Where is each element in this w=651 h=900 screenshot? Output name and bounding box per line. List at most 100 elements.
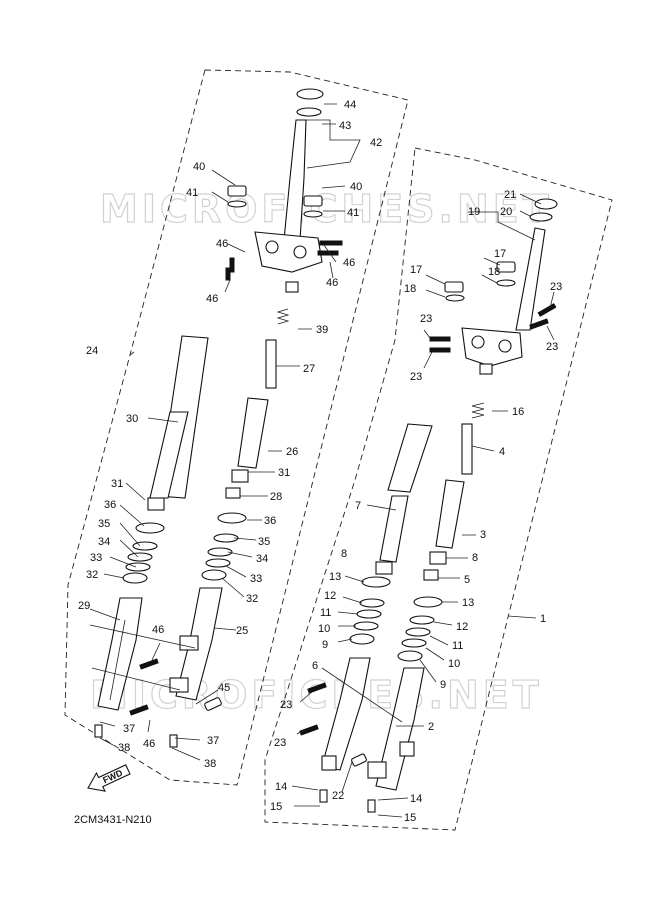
leaders-right-stack [221, 519, 262, 598]
callout-14a: 14 [275, 781, 287, 793]
outer-tube-2 [375, 667, 425, 791]
callout-46b: 46 [343, 257, 355, 269]
leaders-tubes [89, 619, 196, 701]
callout-35b: 35 [258, 536, 270, 548]
callout-10b: 10 [448, 658, 460, 670]
bolt-46f [129, 704, 149, 716]
bolt-40b [303, 195, 323, 207]
callout-40a: 40 [193, 161, 205, 173]
callout-23b: 23 [410, 371, 422, 383]
clip-12a [359, 598, 385, 608]
callout-15a: 15 [270, 801, 282, 813]
callout-1: 1 [540, 613, 546, 625]
axle-45 [204, 697, 222, 711]
inner-tube-7-upper [387, 423, 433, 493]
diagram-code: 2CM3431-N210 [74, 814, 152, 826]
washer-34b [207, 547, 233, 557]
washer-18b [445, 294, 465, 302]
bolt-46e [139, 658, 159, 670]
right-callouts: 21 19 20 17 18 17 18 23 23 23 23 16 4 7 … [270, 189, 562, 824]
callout-20: 20 [500, 206, 512, 218]
washer-41b [303, 210, 323, 218]
bolt-46c [229, 257, 235, 273]
callout-23e: 23 [280, 699, 292, 711]
seal-36a [135, 522, 165, 534]
under-bracket [254, 231, 323, 273]
callout-29: 29 [78, 600, 90, 612]
tube-26 [237, 397, 269, 469]
callout-37b: 37 [207, 735, 219, 747]
callout-18b: 18 [404, 283, 416, 295]
right-leaders-right-stack [419, 601, 458, 683]
seal-10a [353, 621, 379, 631]
bushing-5 [423, 569, 439, 581]
inner-tube-7-lower [379, 495, 409, 563]
callout-25: 25 [236, 625, 248, 637]
bushing-28 [225, 487, 241, 499]
oring-43 [296, 107, 322, 117]
callout-9a: 9 [322, 639, 328, 651]
callout-38a: 38 [118, 742, 130, 754]
right-caliper-mount [399, 741, 415, 757]
callout-45: 45 [218, 682, 230, 694]
callout-22: 22 [332, 790, 344, 802]
callout-32b: 32 [246, 593, 258, 605]
left-fork-assembly [89, 88, 361, 761]
callout-11b: 11 [452, 640, 463, 652]
right-leaders-left-stack [337, 575, 365, 643]
callout-16: 16 [512, 406, 524, 418]
callout-46f: 46 [143, 738, 155, 750]
callout-13b: 13 [462, 597, 474, 609]
left-axle-holder [321, 755, 337, 771]
seal-33b [205, 558, 231, 568]
clip-12b [409, 615, 435, 625]
cap-44 [296, 88, 324, 100]
watermark-top: MICROFICHES.NET [100, 187, 553, 231]
outer-tube-29 [97, 597, 143, 711]
bolt-23b [429, 347, 451, 353]
washer-18a [496, 279, 516, 287]
bolt-46a [319, 240, 343, 246]
bracket-hole-left [265, 240, 279, 254]
callout-38b: 38 [204, 758, 216, 770]
callout-6: 6 [312, 660, 318, 672]
bushing-9a [349, 633, 375, 645]
callout-40b: 40 [350, 181, 362, 193]
callout-33a: 33 [90, 552, 102, 564]
callout-7: 7 [355, 500, 361, 512]
callout-12b: 12 [456, 621, 468, 633]
callout-46d: 46 [326, 277, 338, 289]
leader-1 [507, 615, 537, 619]
callout-17b: 17 [410, 264, 422, 276]
bolt-23c [537, 303, 557, 317]
callout-24: 24 [86, 345, 98, 357]
bracket-hole-right [293, 245, 307, 259]
seal-36b [217, 512, 247, 524]
callout-39: 39 [316, 324, 328, 336]
right-leaders-17-18 [425, 257, 501, 298]
callout-42: 42 [370, 137, 382, 149]
callout-23c: 23 [550, 281, 562, 293]
leaders-39-27 [276, 328, 312, 367]
left-assembly-boundary [64, 69, 409, 786]
damper-rod-4 [461, 423, 473, 475]
spring-16 [471, 402, 485, 419]
washer-34a [127, 552, 153, 562]
right-leaders-lower [291, 667, 424, 818]
callout-30: 30 [126, 413, 138, 425]
leaders-mid [147, 417, 282, 497]
bolt-40a [227, 185, 247, 197]
callout-5: 5 [464, 574, 470, 586]
callout-33b: 33 [250, 573, 262, 585]
callout-23f: 23 [274, 737, 286, 749]
leaders-46 [224, 243, 337, 293]
callout-36b: 36 [264, 515, 276, 527]
fwd-arrow-icon: FWD [87, 764, 131, 792]
callout-31a: 31 [111, 478, 123, 490]
bushing-31a [147, 497, 165, 511]
callout-34a: 34 [98, 536, 110, 548]
callout-14b: 14 [410, 793, 422, 805]
right-leaders-23 [423, 291, 555, 369]
spring-cap [285, 281, 299, 293]
